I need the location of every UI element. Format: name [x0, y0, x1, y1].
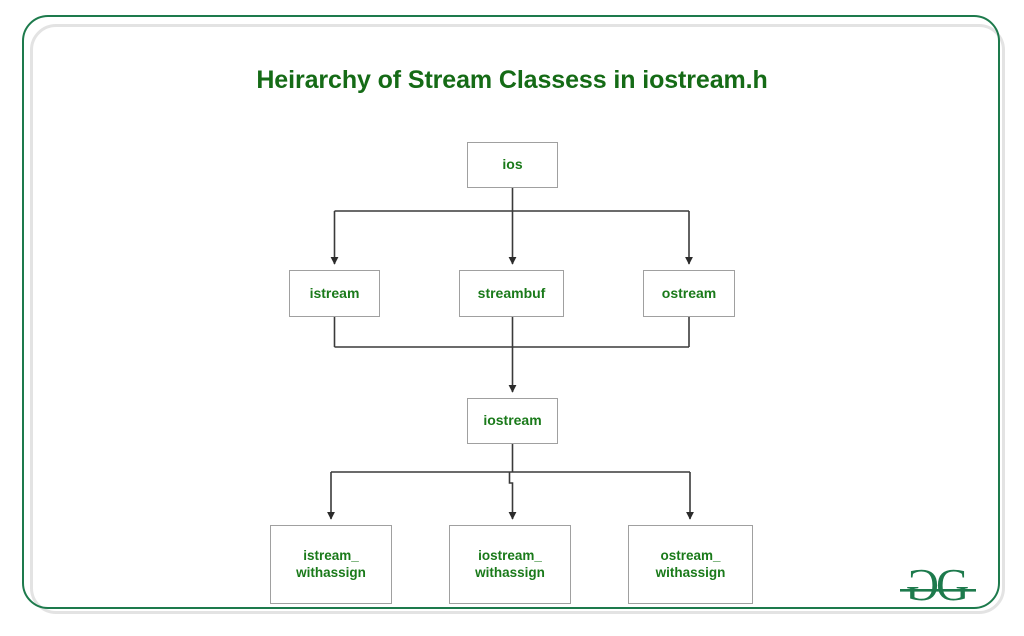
logo-crossbar	[900, 589, 976, 592]
logo-glyph-right: G	[936, 559, 969, 610]
node-ios[interactable]: ios	[467, 142, 558, 188]
node-istream[interactable]: istream	[289, 270, 380, 317]
node-label: ios	[502, 156, 523, 173]
node-label: ostream_ withassign	[655, 547, 726, 580]
node-label: iostream_ withassign	[475, 547, 545, 580]
logo-glyph-left: G	[906, 559, 939, 610]
page-title: Heirarchy of Stream Classess in iostream…	[256, 66, 768, 94]
node-ostream-withassign[interactable]: ostream_ withassign	[628, 525, 753, 604]
node-istream-withassign[interactable]: istream_ withassign	[270, 525, 392, 604]
outer-frame-border	[22, 15, 1000, 609]
edge-iostream-iostream-withassign	[508, 472, 517, 520]
node-ostream[interactable]: ostream	[643, 270, 735, 317]
node-label: ostream	[661, 284, 717, 301]
node-label: istream	[309, 284, 360, 301]
node-label: istream_ withassign	[296, 547, 366, 580]
node-streambuf[interactable]: streambuf	[459, 270, 564, 317]
geeksforgeeks-logo: G G	[900, 559, 976, 610]
node-label: iostream	[483, 412, 542, 429]
node-iostream[interactable]: iostream	[467, 398, 558, 444]
outer-frame-shadow	[30, 24, 1005, 614]
node-label: streambuf	[477, 284, 546, 301]
node-iostream-withassign[interactable]: iostream_ withassign	[449, 525, 571, 604]
